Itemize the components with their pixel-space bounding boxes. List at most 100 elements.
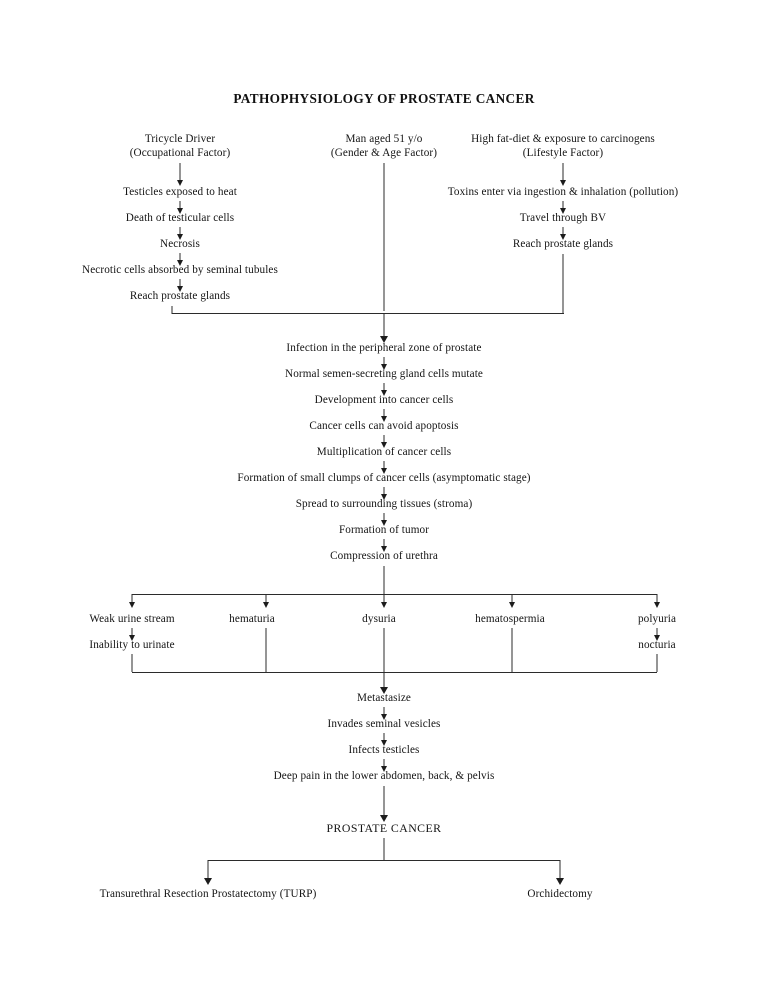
main-chain-step-7: Spread to surrounding tissues (stroma) [295, 498, 473, 510]
connector-diagnosis-to-treatment-bar [383, 838, 385, 860]
arrow-left-4-5 [177, 286, 183, 292]
connector-main-4-5 [383, 435, 385, 446]
connector-nocturia-to-merge [656, 654, 658, 672]
main-chain-step-2: Normal semen-secreting gland cells mutat… [285, 368, 483, 380]
page-title: PATHOPHYSIOLOGY OF PROSTATE CANCER [233, 91, 535, 106]
symptom-dysuria: dysuria [362, 613, 396, 625]
main-chain-step-4: Cancer cells can avoid apoptosis [309, 420, 459, 432]
main-chain-step-3: Development into cancer cells [314, 394, 454, 406]
main-chain-step-9: Compression of urethra [330, 550, 438, 562]
connector-occupational-stem [179, 163, 181, 182]
connector-prog-1-2 [383, 707, 385, 718]
connector-prog-3-4 [383, 759, 385, 770]
symptom-fanout-bar [132, 594, 657, 595]
connector-right-branch-to-merge [562, 254, 564, 314]
symptom-polyuria: polyuria [637, 613, 677, 625]
left-branch-step-5: Reach prostate glands [129, 290, 231, 302]
left-branch-step-1: Testicles exposed to heat [123, 186, 237, 198]
connector-left-3-4 [179, 253, 181, 264]
connector-hematuria-to-merge [265, 628, 267, 672]
arrow-weak-urine-to-inability [129, 635, 135, 641]
progression-step-2: Invades seminal vesicles [327, 718, 441, 730]
source-node-occupational: Tricycle Driver (Occupational Factor) [90, 133, 270, 161]
progression-step-3: Infects testicles [348, 744, 420, 756]
arrow-prog-3-4 [381, 766, 387, 772]
connector-polyuria-to-nocturia [656, 628, 658, 639]
connector-right-1-2 [562, 201, 564, 212]
treatment-turp: Transurethral Resection Prostatectomy (T… [99, 888, 317, 900]
arrow-occupational-stem [177, 180, 183, 186]
connector-hematospermia-to-merge [511, 628, 513, 672]
connector-inability-to-merge [131, 654, 133, 672]
connector-fanout-polyuria [656, 594, 658, 606]
arrow-main-7-8 [381, 520, 387, 526]
connector-left-4-5 [179, 279, 181, 290]
treatment-split-bar [208, 860, 560, 861]
symptom-hematuria: hematuria [229, 613, 275, 625]
connector-fanout-weak-urine-stream [131, 594, 133, 606]
arrow-symptom-merge-to-metastasize [380, 687, 388, 694]
source-gender-age-line2: (Gender & Age Factor) [330, 146, 438, 159]
source-node-gender-age: Man aged 51 y/o (Gender & Age Factor) [284, 133, 484, 161]
connector-treatment-orchidectomy [559, 860, 561, 882]
progression-step-4: Deep pain in the lower abdomen, back, & … [273, 770, 495, 782]
arrow-fanout-hematospermia [509, 602, 515, 608]
arrow-prog-to-diagnosis [380, 815, 388, 822]
connector-merge-to-main [383, 313, 385, 339]
arrow-main-3-4 [381, 416, 387, 422]
arrow-polyuria-to-nocturia [654, 635, 660, 641]
arrow-fanout-weak-urine-stream [129, 602, 135, 608]
arrow-main-8-9 [381, 546, 387, 552]
arrow-main-4-5 [381, 442, 387, 448]
connector-prog-2-3 [383, 733, 385, 744]
arrow-right-2-3 [560, 234, 566, 240]
connector-gender-age-stem [383, 163, 385, 311]
arrow-lifestyle-stem [560, 180, 566, 186]
main-chain-step-1: Infection in the peripheral zone of pros… [286, 342, 482, 354]
symptom-merge-bar [132, 672, 657, 673]
connector-left-2-3 [179, 227, 181, 238]
source-gender-age-line1: Man aged 51 y/o [345, 133, 423, 145]
arrow-fanout-hematuria [263, 602, 269, 608]
arrow-left-1-2 [177, 208, 183, 214]
source-occupational-line1: Tricycle Driver [144, 133, 216, 145]
connector-symptom-merge-to-metastasize [383, 672, 385, 690]
left-branch-step-3: Necrosis [160, 238, 200, 250]
connector-fanout-hematuria [265, 594, 267, 606]
arrow-main-1-2 [381, 364, 387, 370]
right-branch-step-2: Travel through BV [519, 212, 607, 224]
arrow-fanout-dysuria [381, 602, 387, 608]
right-branch-step-3: Reach prostate glands [512, 238, 614, 250]
symptom-weak-urine-stream: Weak urine stream [89, 613, 175, 625]
left-branch-step-2: Death of testicular cells [125, 212, 235, 224]
arrow-merge-to-main [380, 336, 388, 343]
connector-main-7-8 [383, 513, 385, 524]
connector-right-2-3 [562, 227, 564, 238]
symptom-hematospermia: hematospermia [475, 613, 545, 625]
connector-main-3-4 [383, 409, 385, 420]
main-chain-step-8: Formation of tumor [338, 524, 430, 536]
main-chain-step-5: Multiplication of cancer cells [316, 446, 452, 458]
arrow-main-5-6 [381, 468, 387, 474]
symptom-inability-to-urinate: Inability to urinate [89, 639, 175, 651]
connector-prog-to-diagnosis [383, 786, 385, 818]
connector-main-5-6 [383, 461, 385, 472]
arrow-treatment-orchidectomy [556, 878, 564, 885]
left-branch-step-4: Necrotic cells absorbed by seminal tubul… [82, 264, 278, 276]
arrow-left-2-3 [177, 234, 183, 240]
main-chain-step-6: Formation of small clumps of cancer cell… [237, 472, 531, 484]
arrow-main-2-3 [381, 390, 387, 396]
connector-left-branch-to-merge [171, 306, 173, 314]
arrow-fanout-polyuria [654, 602, 660, 608]
diagnosis-node: PROSTATE CANCER [326, 821, 442, 835]
connector-treatment-turp [207, 860, 209, 882]
connector-main-8-9 [383, 539, 385, 550]
arrow-right-1-2 [560, 208, 566, 214]
source-node-lifestyle: High fat-diet & exposure to carcinogens … [423, 133, 703, 161]
connector-left-1-2 [179, 201, 181, 212]
connector-main-6-7 [383, 487, 385, 498]
arrow-prog-1-2 [381, 714, 387, 720]
connector-main-2-3 [383, 383, 385, 394]
source-lifestyle-line1: High fat-diet & exposure to carcinogens [471, 133, 655, 145]
